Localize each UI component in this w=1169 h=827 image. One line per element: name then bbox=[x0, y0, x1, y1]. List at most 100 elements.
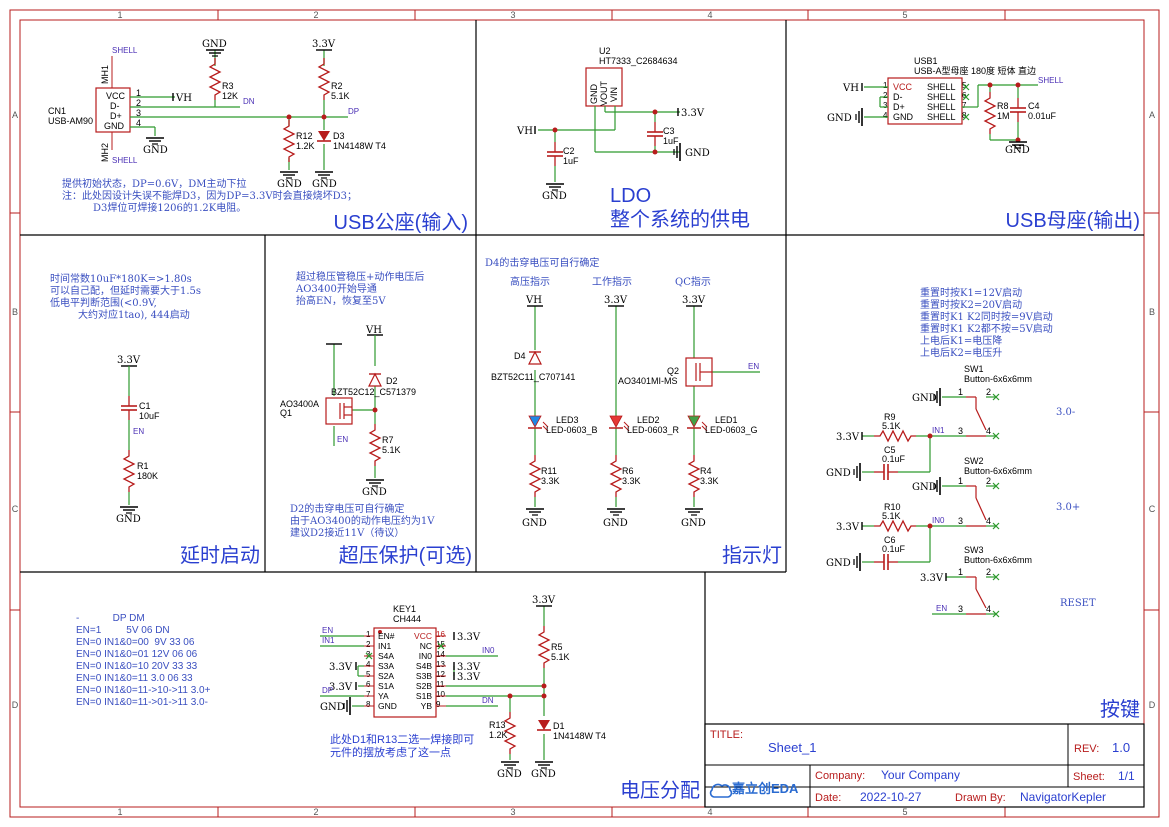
gnd-usb1: GND bbox=[827, 113, 852, 124]
key1-pin-right-3: IN0 bbox=[419, 651, 433, 661]
r4-symbol[interactable] bbox=[688, 454, 700, 498]
tb-rev-label: REV: bbox=[1074, 743, 1099, 755]
d3-symbol[interactable] bbox=[316, 130, 332, 142]
frame-col-5b: 5 bbox=[902, 807, 907, 817]
frame-row-b: B bbox=[12, 307, 18, 317]
r6-value: 3.3K bbox=[622, 476, 641, 486]
gnd-r13: GND bbox=[497, 769, 522, 780]
gnd-d3: GND bbox=[312, 179, 337, 190]
v33-r5: 3.3V bbox=[532, 595, 556, 606]
gnd-c5: GND bbox=[826, 468, 851, 479]
gnd-r12: GND bbox=[277, 179, 302, 190]
usb-out-section: USB1 USB-A型母座 180度 短体 直边 VCC D- D+ GND S… bbox=[827, 56, 1140, 232]
r7-symbol[interactable] bbox=[369, 423, 381, 467]
sw2-ref: SW2 bbox=[964, 456, 984, 466]
volt-table-row-4: EN=0 IN1&0=10 20V 33 33 bbox=[76, 661, 198, 672]
sw3-pin-3: 3 bbox=[958, 604, 963, 614]
r10-value: 5.1K bbox=[882, 511, 901, 521]
r11-symbol[interactable] bbox=[529, 454, 541, 498]
d4-ref: D4 bbox=[514, 351, 526, 361]
d4-symbol[interactable] bbox=[528, 350, 542, 365]
key1-pin-right-4: S4B bbox=[416, 661, 432, 671]
key1-pin-num-left-6: 6 bbox=[366, 680, 371, 689]
key1-pin-right-1: VCC bbox=[414, 631, 432, 641]
frame-row-b-r: B bbox=[1149, 307, 1155, 317]
r12-ref: R12 bbox=[296, 131, 313, 141]
led2-symbol[interactable] bbox=[609, 415, 630, 432]
r5-symbol[interactable] bbox=[538, 625, 550, 669]
key1-pin-left-7: YA bbox=[378, 691, 389, 701]
c3-ref: C3 bbox=[663, 126, 675, 136]
delay-note-4: 大约对应1tao), 444启动 bbox=[78, 308, 190, 321]
tb-sheet: 1/1 bbox=[1118, 769, 1135, 783]
in1-netlabel-keys: IN1 bbox=[932, 426, 945, 435]
keys-section: 重置时按K1=12V启动 重置时按K2=20V启动 重置时K1 K2同时按=9V… bbox=[826, 286, 1140, 721]
q1-symbol[interactable] bbox=[325, 397, 353, 425]
tb-date: 2022-10-27 bbox=[860, 790, 922, 804]
c4-symbol[interactable] bbox=[1009, 97, 1027, 123]
voltage-section: - DP DM EN=1 5V 06 DN EN=0 IN1&0=00 9V 3… bbox=[76, 595, 700, 802]
r9-symbol[interactable] bbox=[873, 430, 917, 442]
ind-label-work: 工作指示 bbox=[592, 275, 632, 288]
r12-symbol[interactable] bbox=[283, 119, 295, 163]
led1-symbol[interactable] bbox=[687, 415, 708, 432]
frame-col-1: 1 bbox=[117, 10, 122, 20]
r3-value: 12K bbox=[222, 91, 238, 101]
cn1-pin-dp: D+ bbox=[110, 111, 122, 121]
usb-in-title: USB公座(输入) bbox=[334, 211, 468, 234]
sw2-pin-1: 1 bbox=[958, 476, 963, 486]
r10-symbol[interactable] bbox=[873, 520, 917, 532]
key1-pin-right-6: S2B bbox=[416, 681, 432, 691]
usb1-symbol[interactable] bbox=[887, 77, 963, 125]
usb1-pin-vcc: VCC bbox=[893, 82, 913, 92]
v33-r10: 3.3V bbox=[836, 522, 860, 533]
ovp-note2-3: 建议D2接近11V（待议） bbox=[290, 526, 404, 539]
u2-symbol[interactable] bbox=[585, 67, 623, 107]
ovp-note2-1: D2的击穿电压可自行确定 bbox=[290, 502, 404, 515]
en-netlabel-key1: EN bbox=[322, 626, 333, 635]
r3-symbol[interactable] bbox=[209, 57, 221, 101]
d2-symbol[interactable] bbox=[368, 372, 382, 387]
tb-company-label: Company: bbox=[815, 770, 865, 782]
r7-ref: R7 bbox=[382, 435, 394, 445]
usb1-shell-4: SHELL bbox=[927, 112, 956, 122]
sw1-value: Button-6x6x6mm bbox=[964, 374, 1032, 384]
r1-symbol[interactable] bbox=[123, 449, 135, 493]
cn1-pin-num-4: 4 bbox=[136, 118, 141, 128]
vh-netlabel-ind: VH bbox=[525, 295, 542, 306]
c5-symbol[interactable] bbox=[873, 463, 899, 481]
r8-symbol[interactable] bbox=[984, 91, 996, 135]
en-netlabel-keys: EN bbox=[936, 604, 947, 613]
sw1-pin-2: 2 bbox=[986, 387, 991, 397]
r3-ref: R3 bbox=[222, 81, 234, 91]
led2-ref: LED2 bbox=[637, 415, 660, 425]
mh2-label: MH2 bbox=[100, 143, 110, 162]
c3-symbol[interactable] bbox=[646, 121, 664, 147]
ovp-title: 超压保护(可选) bbox=[339, 544, 472, 567]
led3-symbol[interactable] bbox=[528, 415, 549, 432]
d1-symbol[interactable] bbox=[536, 719, 552, 731]
key1-symbol[interactable] bbox=[373, 627, 437, 718]
r2-symbol[interactable] bbox=[318, 57, 330, 101]
usb1-num-1: 1 bbox=[883, 81, 888, 90]
c2-symbol[interactable] bbox=[546, 141, 564, 167]
key1-value: CH444 bbox=[393, 614, 421, 624]
sw3-pin-2: 2 bbox=[986, 567, 991, 577]
cn1-pin-gnd: GND bbox=[104, 121, 125, 131]
q2-symbol[interactable] bbox=[685, 357, 713, 387]
c6-symbol[interactable] bbox=[873, 553, 899, 571]
cn1-symbol[interactable] bbox=[95, 87, 131, 133]
c1-symbol[interactable] bbox=[120, 395, 138, 421]
in0-netlabel-keys: IN0 bbox=[932, 516, 945, 525]
ldo-title: LDO bbox=[610, 185, 651, 207]
ovp-note2-2: 由于AO3400的动作电压约为1V bbox=[290, 514, 435, 527]
r6-symbol[interactable] bbox=[610, 454, 622, 498]
cn1-ref: CN1 bbox=[48, 106, 66, 116]
usb1-num-3: 3 bbox=[883, 101, 888, 110]
d2-value: BZT52C12_C571379 bbox=[331, 387, 416, 397]
shell-label-bottom: SHELL bbox=[112, 156, 138, 165]
en-netlabel-ind: EN bbox=[748, 362, 759, 371]
